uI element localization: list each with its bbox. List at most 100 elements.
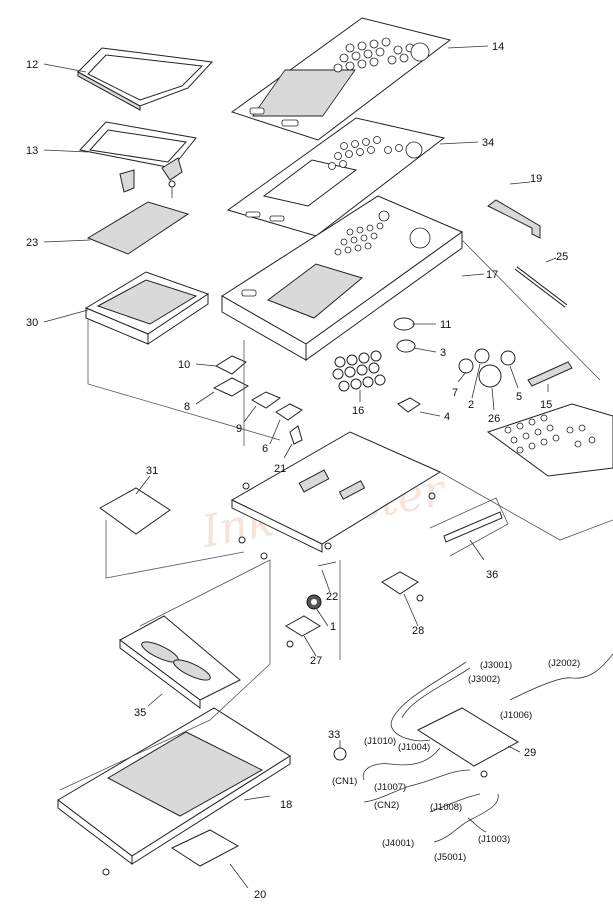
- part-13-display-frame: [79, 121, 197, 198]
- callout-14: 14: [492, 41, 504, 53]
- part-16-keypad-keys: [332, 350, 386, 392]
- callout-15: 15: [540, 399, 552, 411]
- callout-22: 22: [326, 591, 338, 603]
- chassis-plate: [230, 431, 442, 560]
- connector-j3002: (J3002): [468, 674, 500, 685]
- callout-29: 29: [524, 747, 536, 759]
- part-3-key: [396, 339, 416, 353]
- connector-labels: (J3001) (J3002) (J2002) (J1006) (J1010) …: [332, 658, 580, 863]
- callout-27: 27: [310, 655, 322, 667]
- pcb-switches: [504, 414, 596, 454]
- main-keypad-pcb: [486, 403, 613, 477]
- overlay-14-buttons: [249, 37, 430, 127]
- callout-33: 33: [328, 729, 340, 741]
- connector-cn2: (CN2): [374, 800, 399, 811]
- housing-button-holes: [334, 222, 384, 256]
- callout-28: 28: [412, 625, 424, 637]
- part-19-bracket: [487, 199, 541, 239]
- dashed-guide-31: [105, 520, 245, 579]
- callout-9: 9: [236, 423, 242, 435]
- connector-j1010: (J1010): [364, 736, 396, 747]
- part-35-lower-frame: [119, 615, 241, 709]
- part-31-pcb: [99, 487, 171, 535]
- part-30-lcd-panel: [84, 271, 210, 345]
- part-4-key: [397, 397, 421, 413]
- callout-10: 10: [178, 359, 190, 371]
- callout-34: 34: [482, 137, 494, 149]
- part-1-gear: [306, 594, 322, 610]
- part-25-stylus: [514, 266, 568, 308]
- callout-30: 30: [26, 317, 38, 329]
- dashed-guide-left: [87, 320, 281, 441]
- overlay-34-buttons: [245, 136, 423, 222]
- callout-21: 21: [274, 463, 286, 475]
- part-33-ferrite: [333, 747, 347, 761]
- part-8-key: [212, 377, 250, 397]
- callout-4: 4: [444, 411, 450, 423]
- part-7-key: [458, 358, 474, 374]
- callout-3: 3: [440, 347, 446, 359]
- connector-cn1: (CN1): [332, 776, 357, 787]
- part-11-ring: [393, 317, 415, 331]
- callout-13: 13: [26, 145, 38, 157]
- callout-7: 7: [452, 387, 458, 399]
- callout-12: 12: [26, 59, 38, 71]
- part-28-board: [381, 571, 419, 595]
- connector-j1008: (J1008): [430, 802, 462, 813]
- callout-numbers: 12 13 23 30 14 34 19 17 25 11 3 10 8 9 6…: [26, 41, 568, 901]
- part-34-overlay-sheet: [226, 117, 446, 237]
- callout-35: 35: [134, 707, 146, 719]
- connector-j1006: (J1006): [500, 710, 532, 721]
- part-5-key: [500, 350, 516, 366]
- part-12-display-bezel: [77, 47, 214, 111]
- dashed-guide-pcb: [439, 471, 613, 541]
- callout-8: 8: [184, 401, 190, 413]
- dashed-guide-36: [429, 497, 509, 557]
- connector-j4001: (J4001): [382, 838, 414, 849]
- part-36-strip: [443, 511, 503, 543]
- screw-28: [416, 594, 424, 602]
- part-23-lcd-sheet: [86, 201, 190, 255]
- callout-11: 11: [440, 319, 451, 331]
- cable-harness: [362, 653, 613, 843]
- part-15-board: [527, 361, 573, 387]
- callout-2: 2: [468, 399, 474, 411]
- part-26-dial: [478, 364, 502, 388]
- callout-19: 19: [530, 173, 542, 185]
- dashed-guide-18: [59, 663, 271, 791]
- screw-27: [286, 640, 294, 648]
- part-18-bottom-cover: [57, 707, 291, 876]
- callout-36: 36: [486, 569, 498, 581]
- connector-j2002: (J2002): [548, 658, 580, 669]
- dashed-guide-35: [139, 559, 271, 664]
- part-2-key: [474, 348, 490, 364]
- part-17-control-panel-housing: [221, 195, 464, 361]
- callout-16: 16: [352, 405, 364, 417]
- callout-20: 20: [254, 889, 266, 901]
- callout-17: 17: [486, 269, 498, 281]
- part-10-key: [214, 355, 247, 375]
- part-14-control-panel-overlay: [230, 17, 452, 141]
- callout-26: 26: [488, 413, 500, 425]
- callout-5: 5: [516, 391, 522, 403]
- connector-j3001: (J3001): [480, 660, 512, 671]
- part-21-key: [289, 425, 303, 445]
- callout-18: 18: [280, 799, 292, 811]
- leader-lines: [43, 45, 557, 889]
- callout-23: 23: [26, 237, 38, 249]
- dashed-guide-17: [461, 239, 601, 381]
- part-6-key: [275, 403, 303, 421]
- callout-31: 31: [146, 465, 158, 477]
- connector-j5001: (J5001): [434, 852, 466, 863]
- callout-6: 6: [262, 443, 268, 455]
- connector-j1007: (J1007): [374, 782, 406, 793]
- part-29-pcb: [416, 707, 520, 778]
- connector-j1003: (J1003): [478, 834, 510, 845]
- part-22-spring: [317, 561, 337, 567]
- part-27-board: [285, 615, 321, 637]
- callout-1: 1: [330, 621, 336, 633]
- part-20-small-cover: [170, 829, 240, 867]
- part-9-key: [250, 391, 282, 409]
- connector-j1004: (J1004): [398, 742, 430, 753]
